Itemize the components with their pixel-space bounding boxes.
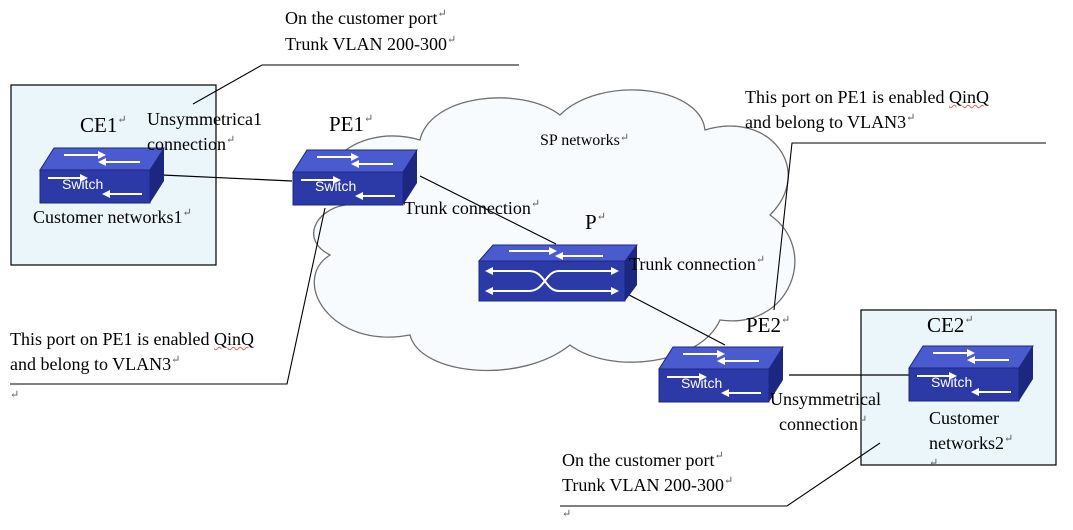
callout-bottom-note <box>560 442 881 507</box>
label-unsym-top-line2: connection↵ <box>147 134 236 154</box>
link-ce1-pe1 <box>161 174 293 182</box>
note-top-line2: Trunk VLAN 200-300↵ <box>285 34 457 54</box>
note-bottom-line2: Trunk VLAN 200-300↵ <box>562 475 734 495</box>
note-left-line2: and belong to VLAN3↵ <box>10 354 181 374</box>
note-bottom-line1: On the customer port↵ <box>562 450 724 470</box>
label-trunk-p-pe2: Trunk connection↵ <box>629 254 766 274</box>
switch-ce1-text: Switch <box>62 176 103 192</box>
label-trunk-pe1-p: Trunk connection↵ <box>404 198 541 218</box>
label-pe2: PE2↵ <box>746 313 791 337</box>
callout-top-note <box>192 64 519 105</box>
switch-ce2-text: Switch <box>931 374 972 390</box>
label-customer-networks2-line1: Customer <box>929 408 999 428</box>
label-customer-networks1: Customer networks1↵ <box>33 207 192 227</box>
return-mark-left-note: ↵ <box>10 389 20 401</box>
label-sp-networks: SP networks↵ <box>540 132 630 149</box>
label-p: P↵ <box>585 210 606 234</box>
label-customer-networks2-line2: networks2↵ <box>929 433 1014 453</box>
callout-left-note <box>10 207 326 385</box>
note-top-line1: On the customer port↵ <box>285 8 447 28</box>
label-unsym-bottom-line2: connection↵ <box>779 414 868 434</box>
label-ce2: CE2↵ <box>927 313 974 337</box>
return-mark-ce2: ↵ <box>929 457 939 469</box>
return-mark-bottom-note: ↵ <box>562 508 572 520</box>
label-unsym-top-line1: Unsymmetrica1 <box>147 109 262 129</box>
label-ce1: CE1↵ <box>80 113 127 137</box>
switch-pe1-text: Switch <box>315 178 356 194</box>
note-right-line2: and belong to VLAN3↵ <box>745 112 916 132</box>
sp-cloud <box>313 89 796 372</box>
switch-p <box>478 244 638 302</box>
note-right-line1: This port on PE1 is enabled QinQ <box>745 87 989 107</box>
callout-right-note <box>773 142 1046 311</box>
link-p-pe2 <box>611 285 726 346</box>
label-pe1: PE1↵ <box>329 112 374 136</box>
note-left-line1: This port on PE1 is enabled QinQ <box>10 329 254 349</box>
link-pe1-p <box>419 175 557 245</box>
label-unsym-bottom-line1: Unsymmetrical <box>770 389 881 409</box>
switch-pe2-text: Switch <box>681 375 722 391</box>
